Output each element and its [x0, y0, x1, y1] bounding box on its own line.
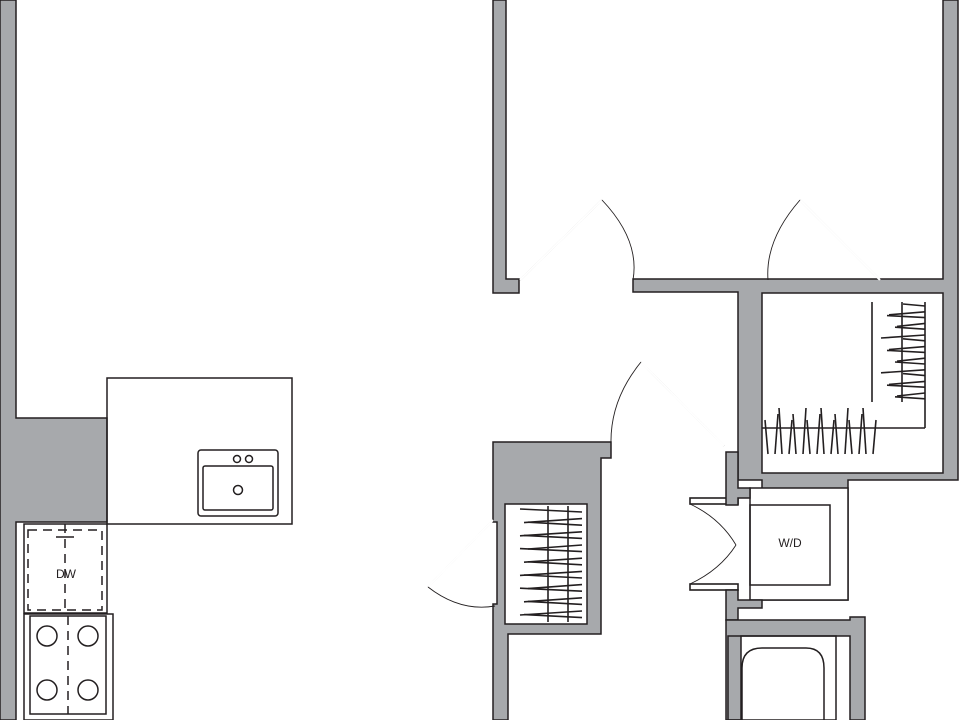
hanger-icon [886, 314, 926, 319]
hanger-icon [888, 311, 926, 316]
hanger-icon [519, 508, 583, 513]
hanger-icon [519, 587, 583, 592]
closet-door-bedroom [767, 199, 881, 281]
hanger-icon [896, 357, 926, 362]
range [23, 613, 114, 720]
hanger-icon [527, 583, 583, 590]
hanger-icon [519, 547, 583, 553]
hanger-icon [523, 534, 583, 540]
hanger-icon [806, 419, 811, 455]
hanger-icon [523, 613, 583, 619]
hanger-icon [788, 419, 793, 455]
hanger-icon [858, 413, 863, 455]
hanger-icon [862, 407, 867, 455]
washer-dryer-label: W/D [778, 536, 802, 550]
kitchen-sink [197, 449, 279, 517]
hanger-icon [896, 392, 926, 397]
hanger-icon [764, 419, 769, 455]
hanger-icon [844, 407, 849, 455]
burner-icon [36, 679, 58, 701]
hanger-icon [830, 419, 835, 455]
hanger-icon [792, 413, 797, 455]
hanger-icon [888, 380, 926, 386]
hanger-icon [886, 349, 926, 354]
hanger-icon [774, 413, 779, 455]
laundry-doors [689, 497, 739, 591]
left-exterior-wall [0, 0, 108, 720]
hanger-icon [527, 544, 583, 550]
hanger-icon [848, 419, 853, 455]
hall-closet-door [427, 519, 496, 608]
bedroom-door [519, 199, 635, 281]
kitchen-counter [106, 377, 293, 525]
hanger-icon [894, 361, 926, 365]
burner-icon [77, 625, 99, 647]
hanger-icon [894, 326, 926, 330]
hall-closet-hangers [519, 508, 583, 619]
closet-rod-horizontal [762, 302, 926, 429]
bedroom-wall-left [492, 0, 520, 294]
hanger-icon [802, 407, 807, 455]
hanger-icon [816, 413, 821, 455]
hanger-icon [527, 521, 583, 526]
hanger-icon [527, 561, 583, 566]
hanger-icon [896, 322, 926, 328]
burner-icon [77, 679, 99, 701]
bath-wall [725, 616, 866, 720]
hall-closet-wall [492, 441, 612, 720]
hanger-icon [523, 574, 583, 579]
hanger-icon [894, 396, 926, 400]
dishwasher-label: DW [56, 567, 77, 581]
bathtub [727, 635, 837, 720]
hanger-icon [880, 369, 926, 374]
hanger-icon [902, 338, 926, 342]
closet-hangers-vertical [880, 303, 926, 400]
hanger-icon [872, 419, 877, 455]
burner-icon [36, 625, 58, 647]
hanger-icon [820, 407, 825, 455]
laundry-closet: W/D [749, 487, 849, 601]
hanger-icon [778, 407, 783, 455]
hanger-icon [902, 372, 926, 377]
hanger-icon [888, 345, 926, 351]
hanger-icon [834, 413, 839, 455]
hanger-icon [880, 334, 926, 339]
hanger-icon [527, 600, 583, 606]
hanger-icon [902, 303, 926, 307]
dishwasher: DW [23, 523, 108, 614]
closet-hangers-horizontal [764, 407, 877, 455]
hall-door [610, 361, 725, 447]
hanger-icon [886, 384, 926, 388]
washer-dryer [749, 504, 831, 586]
